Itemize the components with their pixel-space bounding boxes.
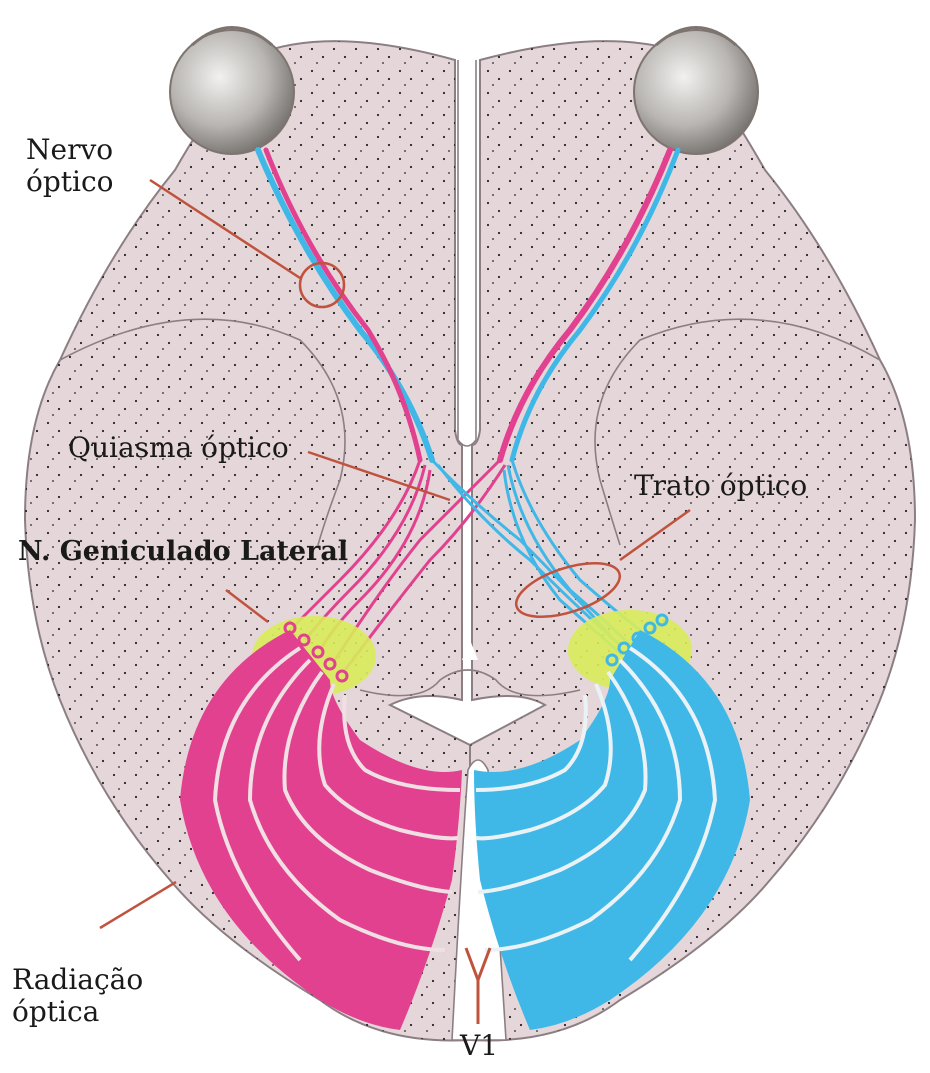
label-optic-nerve-line2: óptico bbox=[26, 166, 114, 198]
label-optic-nerve: Nervo óptico bbox=[26, 134, 114, 198]
label-optic-nerve-line1: Nervo bbox=[26, 134, 114, 166]
label-lateral-geniculate: N. Geniculado Lateral bbox=[18, 536, 348, 568]
right-eye bbox=[634, 28, 758, 155]
label-v1: V1 bbox=[460, 1030, 498, 1062]
label-optic-radiation: Radiação óptica bbox=[12, 964, 143, 1028]
label-optic-radiation-line2: óptica bbox=[12, 996, 143, 1028]
label-optic-chiasm: Quiasma óptico bbox=[68, 432, 289, 464]
label-optic-tract: Trato óptico bbox=[634, 470, 807, 502]
pointer-radiation bbox=[100, 882, 176, 928]
left-eye bbox=[170, 28, 294, 155]
label-optic-radiation-line1: Radiação bbox=[12, 964, 143, 996]
